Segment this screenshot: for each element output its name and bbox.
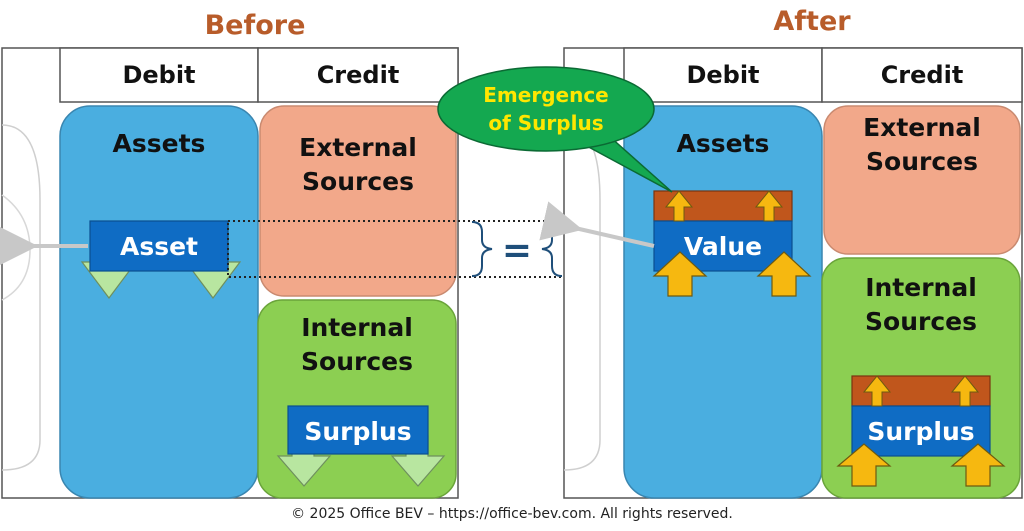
before-internal-label-line2: Sources [301, 347, 413, 376]
before-external-label-line1: External [299, 133, 417, 162]
after-surplus-box [851, 405, 991, 457]
before-surplus-box [287, 405, 429, 455]
equals-sign: = [502, 230, 532, 271]
emergence-callout [437, 66, 655, 152]
before-debit-header: Debit [122, 61, 195, 89]
before-debit-header-cell [59, 47, 259, 103]
after-credit-header: Credit [881, 61, 964, 89]
after-debit-header: Debit [686, 61, 759, 89]
after-surplus-small-up-arrow-right [950, 375, 980, 407]
after-value-inflow-arrow [539, 201, 655, 248]
before-internal-label-line1: Internal [301, 313, 413, 342]
left-brace [471, 221, 493, 277]
after-external-label-line1: External [863, 113, 981, 142]
after-credit-header-cell [821, 47, 1023, 103]
before-assets-label: Assets [113, 129, 206, 158]
after-external-sources-block [823, 105, 1021, 255]
after-debit-header-cell [623, 47, 823, 103]
right-brace [541, 221, 563, 277]
before-credit-header: Credit [317, 61, 400, 89]
after-surplus-small-up-arrow-left [862, 375, 892, 407]
after-value-up-arrow-left [652, 251, 708, 297]
after-value-small-up-arrow-left [664, 190, 694, 222]
before-asset-box-label: Asset [120, 232, 198, 261]
after-title: After [773, 6, 851, 37]
after-external-label-line2: Sources [866, 147, 978, 176]
before-assets-block [59, 105, 259, 499]
before-external-sources-block [259, 105, 457, 297]
before-surplus-box-label: Surplus [304, 417, 411, 446]
after-value-small-up-arrow-right [754, 190, 784, 222]
after-value-box-label: Value [684, 232, 762, 261]
after-value-up-arrow-right [756, 251, 812, 297]
after-surplus-up-arrow-left [836, 443, 892, 487]
callout-text-line2: of Surplus [488, 111, 603, 135]
copyright-footer: © 2025 Office BEV – https://office-bev.c… [291, 506, 733, 522]
after-surplus-up-arrow-right [950, 443, 1006, 487]
after-internal-label-line2: Sources [865, 307, 977, 336]
before-external-label-line2: Sources [302, 167, 414, 196]
equality-dotted-frame [227, 220, 655, 278]
after-assets-block [623, 105, 823, 499]
after-assets-label: Assets [677, 129, 770, 158]
callout-text-line1: Emergence [483, 83, 608, 107]
after-internal-label-line1: Internal [865, 273, 977, 302]
before-credit-header-cell [257, 47, 459, 103]
before-faint-shape [1, 124, 41, 471]
after-surplus-box-label: Surplus [867, 417, 974, 446]
before-title: Before [205, 10, 306, 41]
before-asset-box [89, 220, 229, 272]
